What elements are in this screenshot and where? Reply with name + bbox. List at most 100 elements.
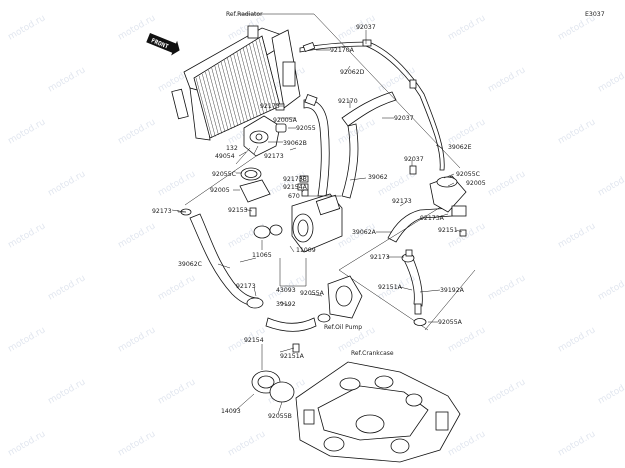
- watermark-text: motod.ru: [47, 273, 88, 302]
- diagram-code: E3037: [585, 11, 605, 18]
- radiator-fin: [198, 75, 216, 137]
- part-label: 92037: [356, 24, 376, 31]
- part-label: 92173: [370, 254, 390, 261]
- watermark-text: motod.ru: [487, 65, 528, 94]
- part-label: 39062C: [178, 261, 202, 268]
- radiator-fin: [224, 59, 242, 125]
- radiator-fin: [211, 67, 229, 131]
- hose-39062a: [387, 207, 453, 243]
- watermark-text: motod.ru: [597, 273, 625, 302]
- ref-radiator: Ref.Radiator: [226, 11, 263, 18]
- water-pump: [253, 183, 343, 253]
- radiator-fin: [195, 77, 213, 139]
- part-label: 92173: [392, 198, 412, 205]
- part-label: 92062D: [340, 69, 365, 76]
- watermark-text: motod.ru: [447, 429, 488, 458]
- part-label: 92173: [152, 208, 172, 215]
- watermark-text: motod.ru: [597, 377, 625, 406]
- watermark-text: motod.ru: [597, 169, 625, 198]
- watermark-text: motod.ru: [7, 221, 48, 250]
- hose-92037: [341, 91, 397, 127]
- part-label: 670: [288, 193, 300, 200]
- bolt-92151a: [414, 303, 422, 315]
- watermark-text: motod.ru: [557, 325, 598, 354]
- oring-92055a: [413, 318, 427, 326]
- watermark-text: motod.ru: [227, 429, 268, 458]
- part-label: 92055: [296, 125, 316, 132]
- crankcase: [295, 361, 461, 463]
- part-label: 92173B: [283, 176, 307, 183]
- hose-39192a: [403, 255, 423, 307]
- part-label: 92005: [466, 180, 486, 187]
- watermark-text: motod.ru: [157, 273, 198, 302]
- part-label: 39192: [276, 301, 296, 308]
- radiator-fin: [255, 39, 274, 110]
- radiator-fin: [214, 65, 232, 129]
- watermark-text: motod.ru: [557, 117, 598, 146]
- fitting-92005: [429, 175, 467, 217]
- radiator-fin: [261, 35, 281, 107]
- small-fittings: [249, 39, 467, 353]
- watermark-text: motod.ru: [47, 169, 88, 198]
- watermark-text: motod.ru: [157, 377, 198, 406]
- radiator-fin: [233, 53, 252, 120]
- part-label: 92151: [438, 227, 458, 234]
- watermark-text: motod.ru: [557, 221, 598, 250]
- watermark-text: motod.ru: [447, 221, 488, 250]
- radiator-fin: [205, 71, 222, 134]
- part-label: 92005A: [273, 117, 298, 124]
- radiator-fin: [208, 69, 226, 132]
- watermark-text: motod.ru: [487, 377, 528, 406]
- watermark-text: motod.ru: [117, 429, 158, 458]
- part-label: 92055B: [268, 413, 292, 420]
- watermark-text: motod.ru: [157, 169, 198, 198]
- watermark-text: motod.ru: [7, 429, 48, 458]
- part-label: 92153: [228, 207, 248, 214]
- radiator: [171, 25, 301, 141]
- cover-14093: [251, 344, 295, 403]
- part-label: 39192A: [440, 287, 465, 294]
- part-label: 43093: [276, 287, 296, 294]
- part-label: 92173: [260, 103, 280, 110]
- front-label: FRONT: [150, 37, 170, 50]
- radiator-fin: [236, 51, 255, 119]
- part-label: 49054: [215, 153, 235, 160]
- part-label: 11009: [296, 247, 316, 254]
- radiator-fin: [258, 37, 277, 108]
- radiator-fin: [249, 43, 268, 113]
- watermark-text: motod.ru: [447, 117, 488, 146]
- part-label: 14093: [221, 408, 241, 415]
- part-label: 132: [226, 145, 238, 152]
- part-label: 92055C: [212, 171, 236, 178]
- watermark-text: motod.ru: [487, 169, 528, 198]
- radiator-fin: [252, 41, 271, 111]
- radiator-fin: [227, 57, 245, 123]
- part-label: 39062B: [283, 140, 307, 147]
- leader-lines: [171, 30, 463, 415]
- ref-crankcase: Ref.Crankcase: [351, 350, 394, 357]
- part-label: 92170: [338, 98, 358, 105]
- part-label: 92151A: [280, 353, 305, 360]
- watermark-text: motod.ru: [47, 65, 88, 94]
- thermostat-housing: [235, 115, 281, 203]
- watermark-text: motod.ru: [447, 325, 488, 354]
- part-label: 39062E: [448, 144, 472, 151]
- part-label: 92170A: [330, 47, 355, 54]
- ref-oil-pump: Ref.Oil Pump: [324, 324, 362, 331]
- part-label: 92173A: [420, 215, 445, 222]
- watermark-text: motod.ru: [7, 13, 48, 42]
- watermark-text: motod.ru: [117, 325, 158, 354]
- part-label: 92055A: [438, 319, 463, 326]
- part-label: 92154A: [283, 184, 308, 191]
- part-label: 11065: [252, 252, 272, 259]
- watermark-text: motod.ru: [117, 221, 158, 250]
- part-label: 39062A: [352, 229, 377, 236]
- radiator-fin: [220, 61, 239, 126]
- watermark-text: motod.ru: [597, 65, 625, 94]
- part-label: 92037: [404, 156, 424, 163]
- watermark-text: motod.ru: [557, 429, 598, 458]
- part-label: 92154: [244, 337, 264, 344]
- hose-39062e: [365, 41, 445, 171]
